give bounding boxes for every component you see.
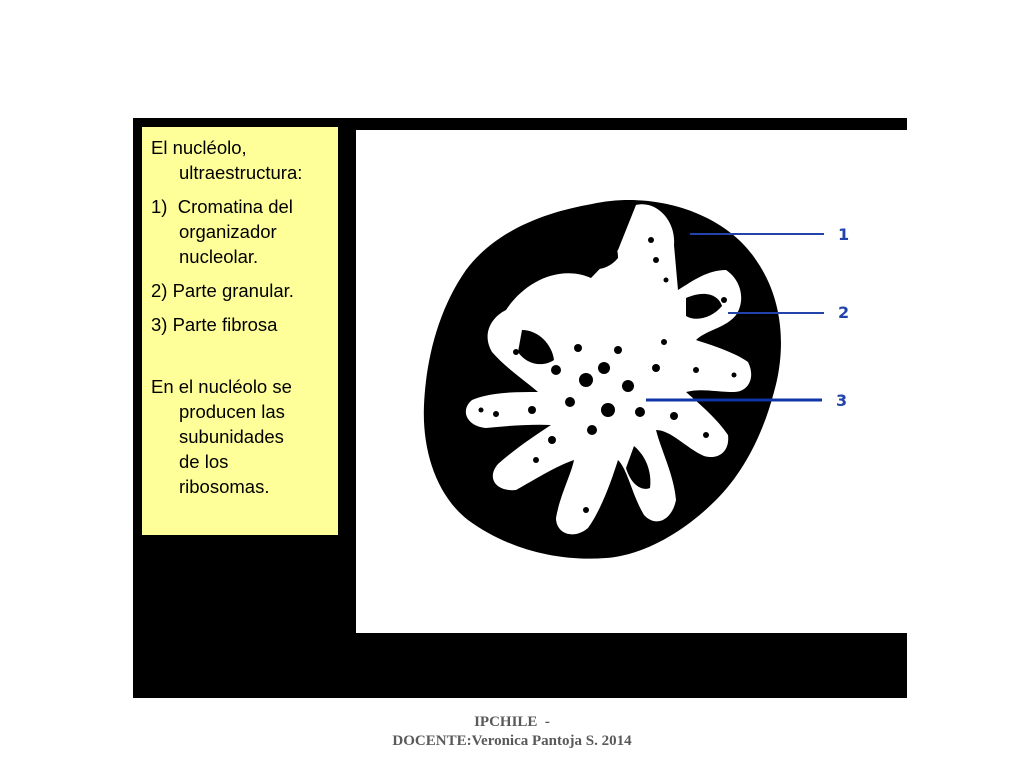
fibrillar-centers [478, 237, 737, 513]
diagram-panel: 1 2 3 [356, 130, 907, 633]
note-line-3: subunidades [179, 426, 284, 447]
title-line-1: El nucléolo, [151, 137, 247, 158]
chromatin-band-right [686, 293, 722, 319]
chromatin-band-bottom [626, 446, 651, 489]
note-text: En el nucléolo se producen las subunidad… [151, 374, 332, 499]
note-line-2: producen las [179, 401, 285, 422]
label-1: 1 [838, 225, 849, 244]
item-1-line-2: organizador [179, 221, 277, 242]
footer-line-1: IPCHILE - [474, 714, 550, 730]
label-3: 3 [836, 391, 847, 410]
item-1-line-1: 1) Cromatina del [151, 196, 293, 217]
nucleolus-diagram: 1 2 3 [423, 200, 849, 559]
note-line-1: En el nucléolo se [151, 376, 292, 397]
label-2: 2 [838, 303, 849, 322]
title-text: El nucléolo, ultraestructura: [151, 135, 332, 185]
text-panel: El nucléolo, ultraestructura: 1) Cromati… [142, 127, 338, 535]
footer-credit: IPCHILE - DOCENTE:Veronica Pantoja S. 20… [0, 713, 1024, 751]
title-line-2: ultraestructura: [179, 162, 303, 183]
item-3: 3) Parte fibrosa [151, 314, 278, 335]
item-1-line-3: nucleolar. [179, 246, 259, 267]
item-1: 1) Cromatina del organizador nucleolar. [151, 194, 332, 269]
chromatin-band-top [580, 220, 618, 270]
note-line-4: de los [179, 451, 229, 472]
footer-line-2: DOCENTE:Veronica Pantoja S. 2014 [392, 733, 632, 749]
note-line-5: ribosomas. [179, 476, 270, 497]
chromatin-band-left [518, 330, 554, 365]
item-2: 2) Parte granular. [151, 280, 294, 301]
